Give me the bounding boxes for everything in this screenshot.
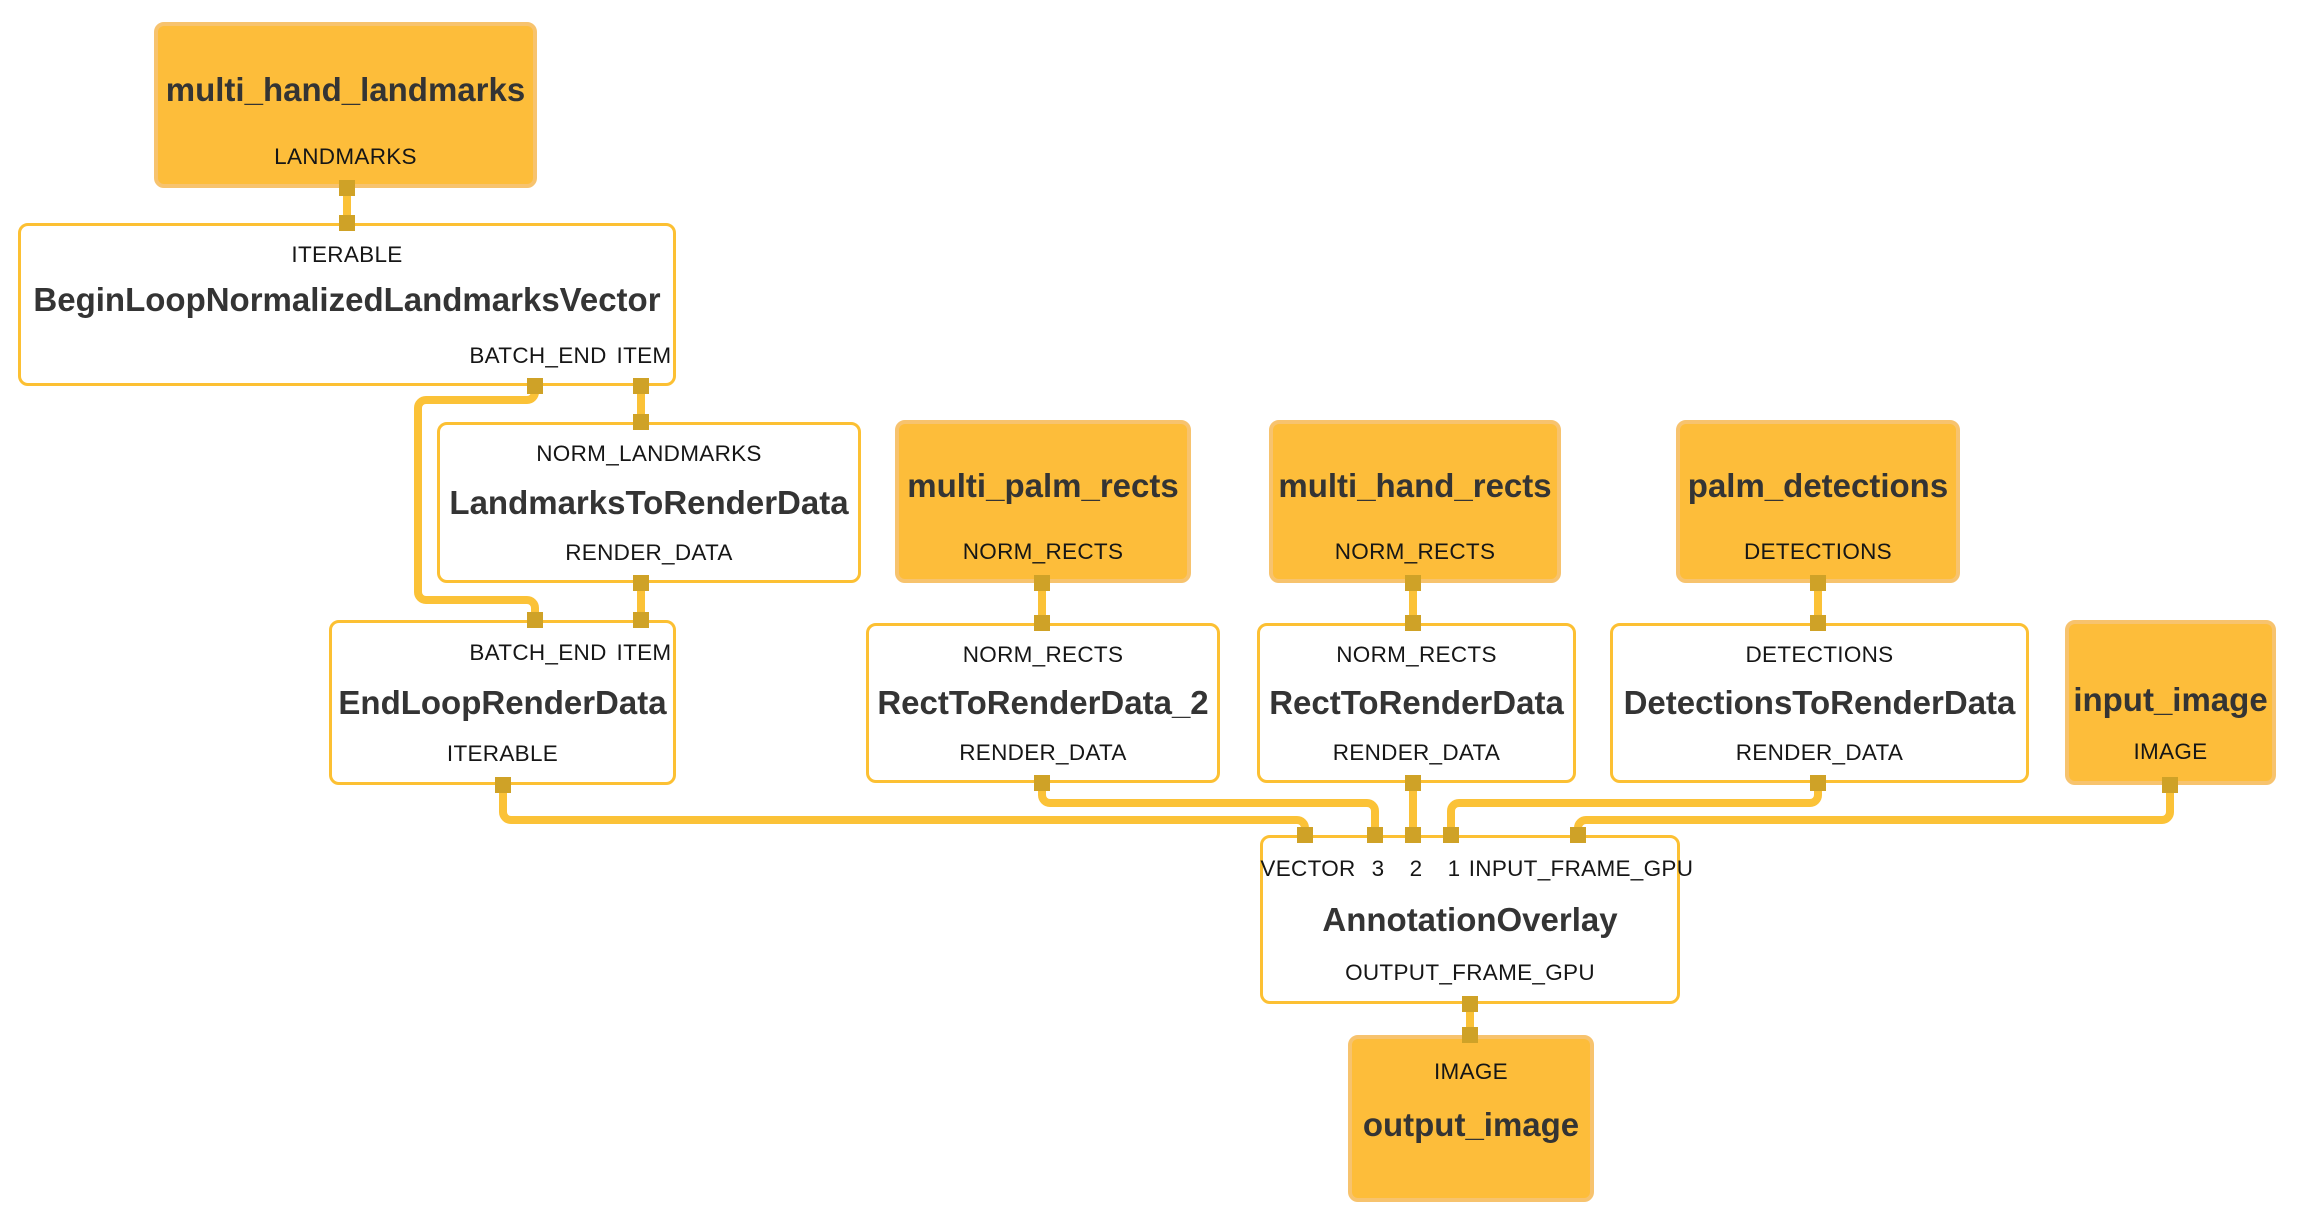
node-title: multi_hand_landmarks: [165, 71, 526, 108]
node-title: multi_palm_rects: [907, 467, 1179, 504]
port-label-vector: VECTOR: [1260, 856, 1356, 881]
node-multi-palm-rects[interactable]: multi_palm_rects NORM_RECTS: [895, 420, 1191, 583]
port-label-norm-rects: NORM_RECTS: [1336, 642, 1497, 667]
port-label-item: ITEM: [616, 640, 672, 665]
node-title: DetectionsToRenderData: [1623, 684, 2016, 721]
port-label-norm-rects: NORM_RECTS: [962, 642, 1124, 667]
node-begin-loop-normalized-landmarks-vector[interactable]: ITERABLE BeginLoopNormalizedLandmarksVec…: [18, 223, 676, 386]
edge-image-inputframegpu: [1574, 785, 2174, 835]
node-palm-detections[interactable]: palm_detections DETECTIONS: [1676, 420, 1960, 583]
port-label-image: IMAGE: [1433, 1059, 1508, 1084]
node-title: multi_hand_rects: [1278, 467, 1552, 504]
port-label-render-data: RENDER_DATA: [565, 540, 733, 565]
node-title: BeginLoopNormalizedLandmarksVector: [33, 281, 661, 318]
port-label-render-data: RENDER_DATA: [959, 740, 1127, 765]
node-title: AnnotationOverlay: [1322, 901, 1618, 938]
port-label-detections: DETECTIONS: [1745, 642, 1894, 667]
node-multi-hand-landmarks[interactable]: multi_hand_landmarks LANDMARKS: [154, 22, 537, 188]
node-end-loop-render-data[interactable]: BATCH_END ITEM EndLoopRenderData ITERABL…: [329, 620, 676, 785]
node-title: RectToRenderData: [1269, 684, 1564, 721]
edge-iterable-vector: [499, 785, 1309, 835]
port-label-2: 2: [1409, 856, 1423, 881]
node-output-image[interactable]: IMAGE output_image: [1348, 1035, 1594, 1202]
node-detections-to-render-data[interactable]: DETECTIONS DetectionsToRenderData RENDER…: [1610, 623, 2029, 783]
port-label-batch-end: BATCH_END: [469, 343, 607, 368]
node-multi-hand-rects[interactable]: multi_hand_rects NORM_RECTS: [1269, 420, 1561, 583]
node-title: palm_detections: [1687, 467, 1949, 504]
port-label-norm-rects: NORM_RECTS: [962, 539, 1124, 564]
node-title: output_image: [1362, 1106, 1580, 1143]
node-input-image[interactable]: input_image IMAGE: [2065, 620, 2276, 785]
edge-renderdata-3: [1038, 783, 1379, 835]
port-label-render-data: RENDER_DATA: [1735, 740, 1904, 765]
port-label-landmarks: LANDMARKS: [274, 144, 417, 169]
port-label-1: 1: [1447, 856, 1461, 881]
port-label-batch-end: BATCH_END: [469, 640, 607, 665]
port-label-norm-landmarks: NORM_LANDMARKS: [536, 441, 762, 466]
node-title: RectToRenderData_2: [877, 684, 1209, 721]
node-rect-to-render-data[interactable]: NORM_RECTS RectToRenderData RENDER_DATA: [1257, 623, 1576, 783]
node-rect-to-render-data-2[interactable]: NORM_RECTS RectToRenderData_2 RENDER_DAT…: [866, 623, 1220, 783]
node-title: input_image: [2073, 681, 2268, 718]
port-label-output-frame-gpu: OUTPUT_FRAME_GPU: [1345, 960, 1595, 985]
node-annotation-overlay[interactable]: VECTOR 3 2 1 INPUT_FRAME_GPU AnnotationO…: [1260, 835, 1693, 1004]
port-label-image: IMAGE: [2133, 739, 2208, 764]
port-label-item: ITEM: [616, 343, 672, 368]
port-label-detections: DETECTIONS: [1743, 539, 1892, 564]
port-label-iterable: ITERABLE: [446, 741, 559, 766]
port-label-input-frame-gpu: INPUT_FRAME_GPU: [1468, 856, 1694, 881]
port-label-norm-rects: NORM_RECTS: [1334, 539, 1496, 564]
port-label-iterable: ITERABLE: [291, 242, 403, 267]
node-landmarks-to-render-data[interactable]: NORM_LANDMARKS LandmarksToRenderData REN…: [437, 422, 861, 583]
port-label-3: 3: [1371, 856, 1385, 881]
node-title: EndLoopRenderData: [338, 684, 667, 721]
edge-renderdata-1: [1447, 783, 1822, 835]
port-label-render-data: RENDER_DATA: [1332, 740, 1501, 765]
node-title: LandmarksToRenderData: [449, 484, 849, 521]
